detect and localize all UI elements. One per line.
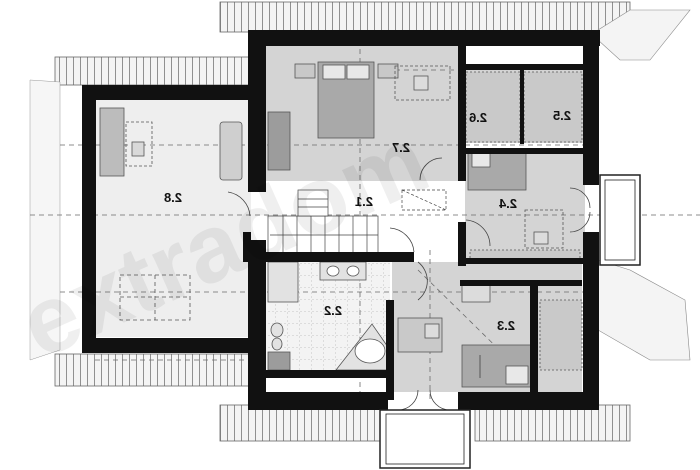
balcony-east (599, 174, 641, 266)
desk-area-2-4 (524, 209, 564, 249)
chair-2-7 (413, 75, 429, 91)
wardrobe-2-3 (539, 299, 583, 371)
chair-2-4 (533, 231, 549, 245)
shower (267, 261, 299, 303)
chair-2-8 (131, 141, 145, 157)
toilet (270, 322, 284, 338)
room-label-2-3: 2.3 (497, 318, 515, 333)
walls (82, 30, 600, 410)
bidet (271, 337, 283, 351)
stairs (267, 189, 447, 255)
balcony-south (379, 409, 471, 469)
desk-area-2-7 (394, 65, 451, 101)
room-label-2-8: 2.8 (164, 190, 182, 205)
storage-2-6 (465, 71, 521, 143)
room-label-2-6: 2.6 (469, 110, 487, 125)
room-label-2-5: 2.5 (553, 108, 571, 123)
stair-hatch-2-3 (461, 283, 491, 303)
wardrobe-2-7 (267, 111, 291, 171)
storage-2-5 (523, 71, 583, 143)
chair-area-2-8 (125, 121, 153, 167)
desk-2-8 (99, 107, 125, 177)
sofa-2-8 (219, 121, 243, 181)
room-labels: 2.8 2.7 2.6 2.5 2.1 2.4 2.2 2.3 (164, 108, 571, 333)
roof-overhang (29, 1, 691, 442)
chair-2-3 (424, 323, 440, 339)
washer (267, 351, 291, 371)
balconies (379, 174, 641, 469)
room-label-2-7: 2.7 (392, 140, 410, 155)
furniture (99, 61, 583, 388)
room-label-2-2: 2.2 (324, 303, 342, 318)
room-label-2-4: 2.4 (498, 196, 517, 211)
room-label-2-1: 2.1 (355, 194, 373, 209)
